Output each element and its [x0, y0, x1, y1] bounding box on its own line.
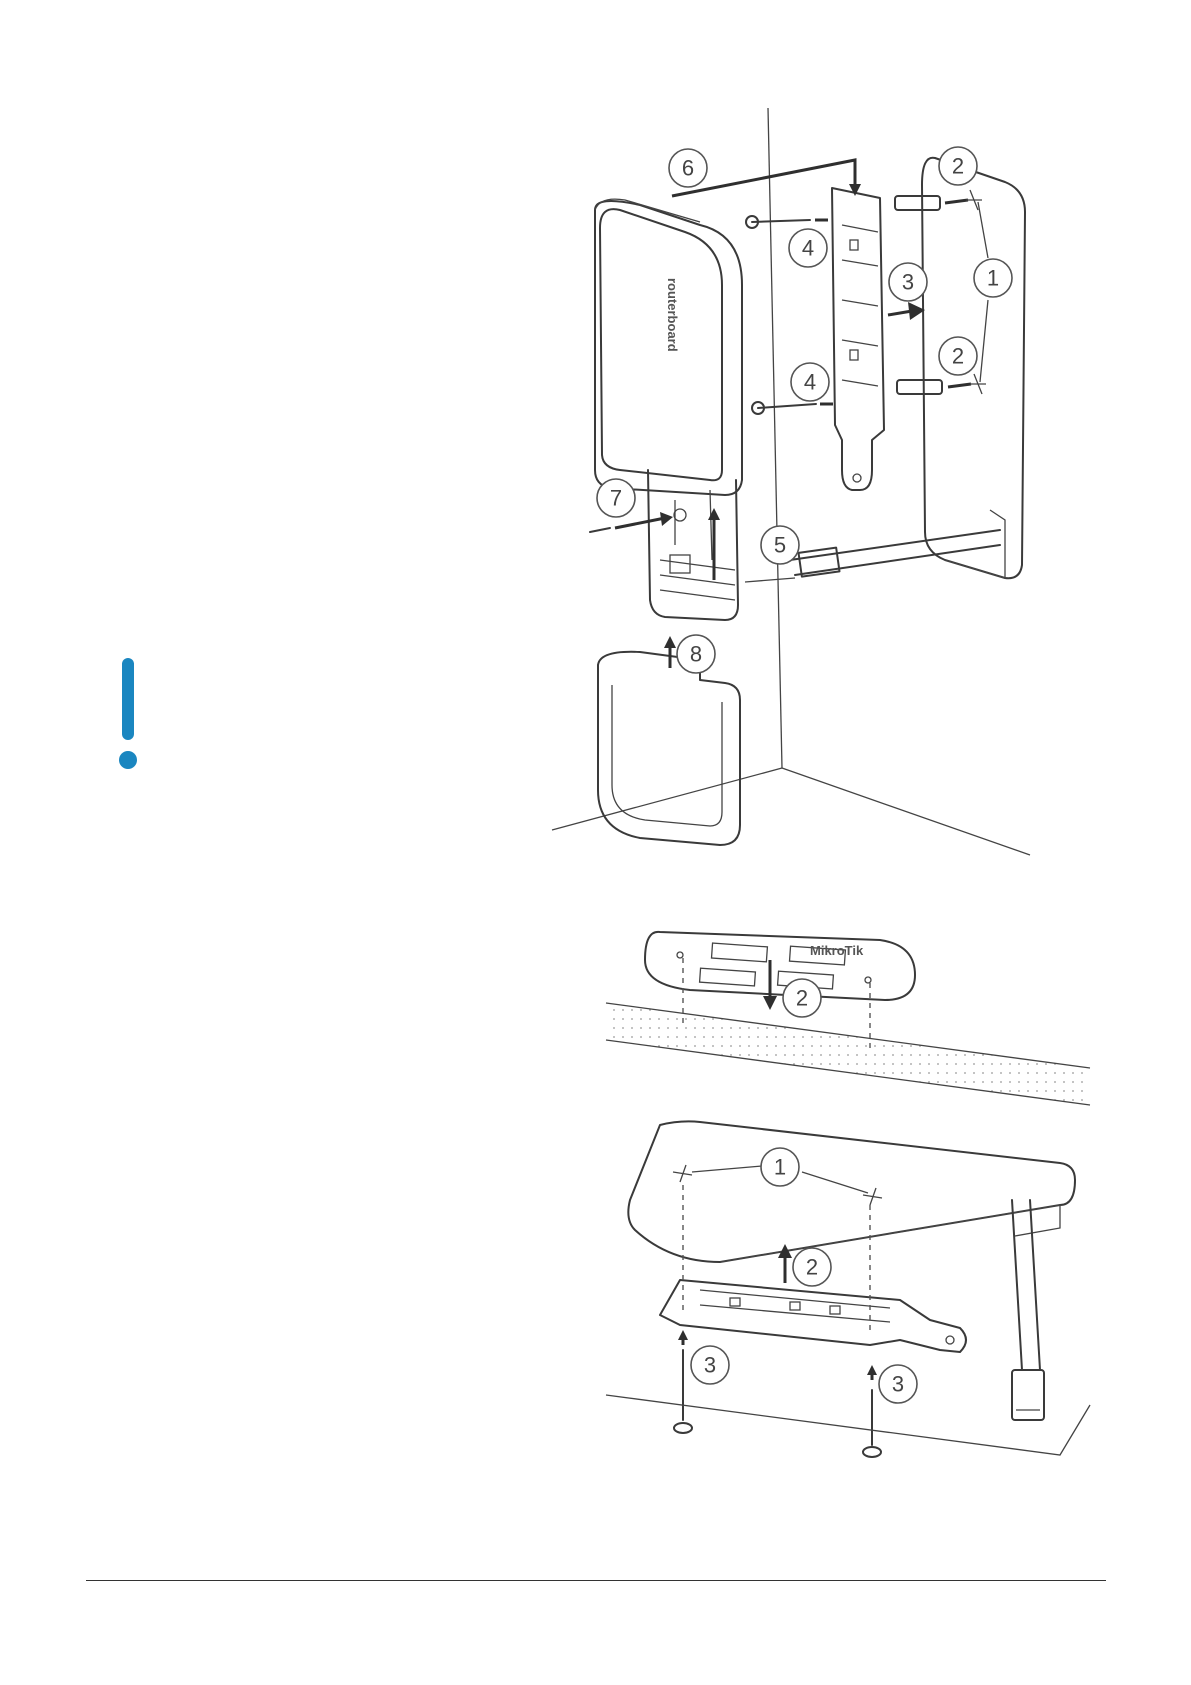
svg-text:1: 1	[774, 1155, 786, 1180]
footer-rule	[86, 1580, 1106, 1581]
svg-text:3: 3	[704, 1353, 716, 1378]
callout-bottom-2: 2	[793, 1248, 831, 1286]
bracket-brand-label: MikroTik	[810, 943, 864, 958]
callout-top-2: 2	[783, 979, 821, 1017]
callout-bottom-3b: 3	[879, 1365, 917, 1403]
svg-text:2: 2	[796, 986, 808, 1011]
svg-text:3: 3	[892, 1372, 904, 1397]
callout-bottom-1: 1	[761, 1148, 799, 1186]
svg-text:2: 2	[806, 1255, 818, 1280]
callout-bottom-3a: 3	[691, 1346, 729, 1384]
